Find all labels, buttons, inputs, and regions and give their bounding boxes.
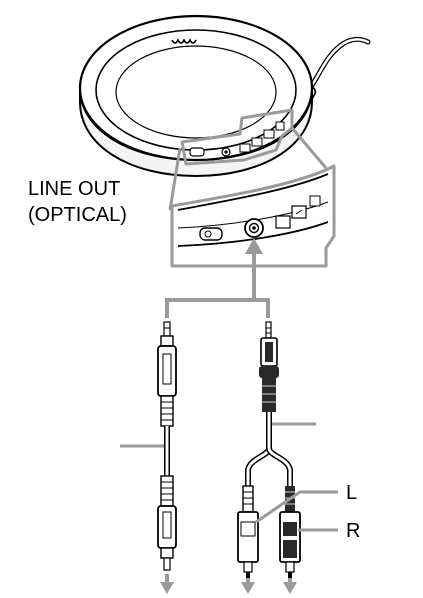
rca-y-cable [237, 321, 301, 578]
right-channel-label: R [346, 520, 360, 542]
port-name-line1: LINE OUT [28, 178, 120, 200]
port-name-line2: (OPTICAL) [28, 204, 127, 226]
port-closeup [170, 164, 336, 268]
optical-cable [157, 321, 177, 571]
arrow-down-icon [160, 574, 174, 594]
callout-large-frame [170, 164, 336, 268]
cd-player [78, 14, 371, 178]
connection-bracket [165, 238, 270, 318]
callout-line-left-channel [255, 490, 338, 524]
left-channel-label: L [346, 482, 357, 504]
walkman-logo-icon [171, 38, 197, 44]
arrow-down-icon [283, 578, 297, 594]
callout-line-right [290, 127, 328, 169]
bracket-arrow-head [245, 238, 263, 254]
player-port-strip [189, 121, 285, 157]
callout-line-left [168, 147, 182, 211]
arrow-down-icon [241, 578, 255, 594]
output-arrows [160, 574, 297, 594]
callout-small-box [180, 108, 294, 166]
player-lid [115, 45, 277, 139]
rca-plug-left [237, 485, 259, 578]
